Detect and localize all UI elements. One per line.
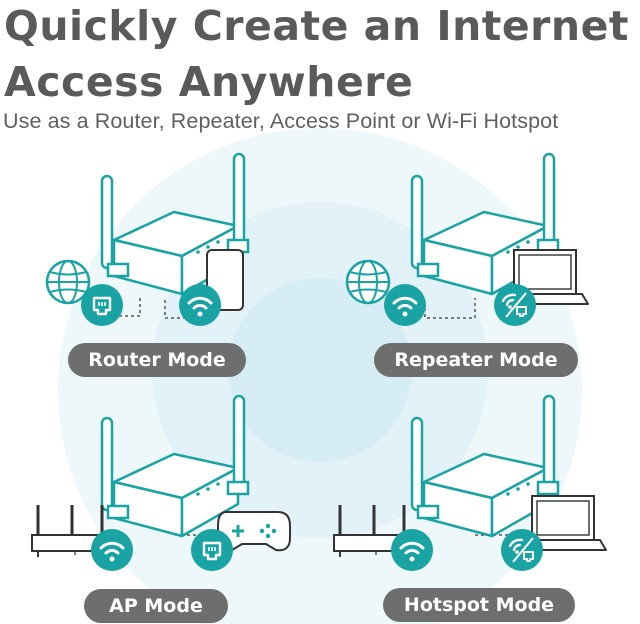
router-mode-diagram bbox=[45, 152, 250, 328]
halo-inner bbox=[228, 278, 412, 462]
repeater-mode-label: Repeater Mode bbox=[374, 343, 578, 377]
ap-mode-diagram bbox=[30, 394, 291, 573]
page-title: Quickly Create an Internet Access Anywhe… bbox=[4, 0, 629, 110]
gamepad-icon bbox=[217, 511, 291, 552]
router-mode-label: Router Mode bbox=[68, 343, 246, 377]
wifi-lan-icon bbox=[499, 527, 545, 573]
wifi-lan-icon bbox=[492, 282, 538, 328]
wifi-icon bbox=[89, 527, 135, 573]
wifi-icon bbox=[389, 527, 435, 573]
globe-icon bbox=[45, 259, 91, 305]
title-line-2: Access Anywhere bbox=[4, 58, 414, 106]
ap-mode-label: AP Mode bbox=[84, 589, 228, 623]
ethernet-icon bbox=[79, 282, 125, 328]
globe-icon bbox=[345, 259, 391, 305]
wifi-icon bbox=[382, 282, 428, 328]
hotspot-mode-label: Hotspot Mode bbox=[383, 588, 575, 622]
title-line-1: Quickly Create an Internet bbox=[4, 2, 629, 50]
hotspot-mode-diagram bbox=[332, 394, 607, 573]
subtitle: Use as a Router, Repeater, Access Point … bbox=[3, 109, 559, 133]
ethernet-icon bbox=[189, 527, 235, 573]
wifi-icon bbox=[177, 282, 223, 328]
